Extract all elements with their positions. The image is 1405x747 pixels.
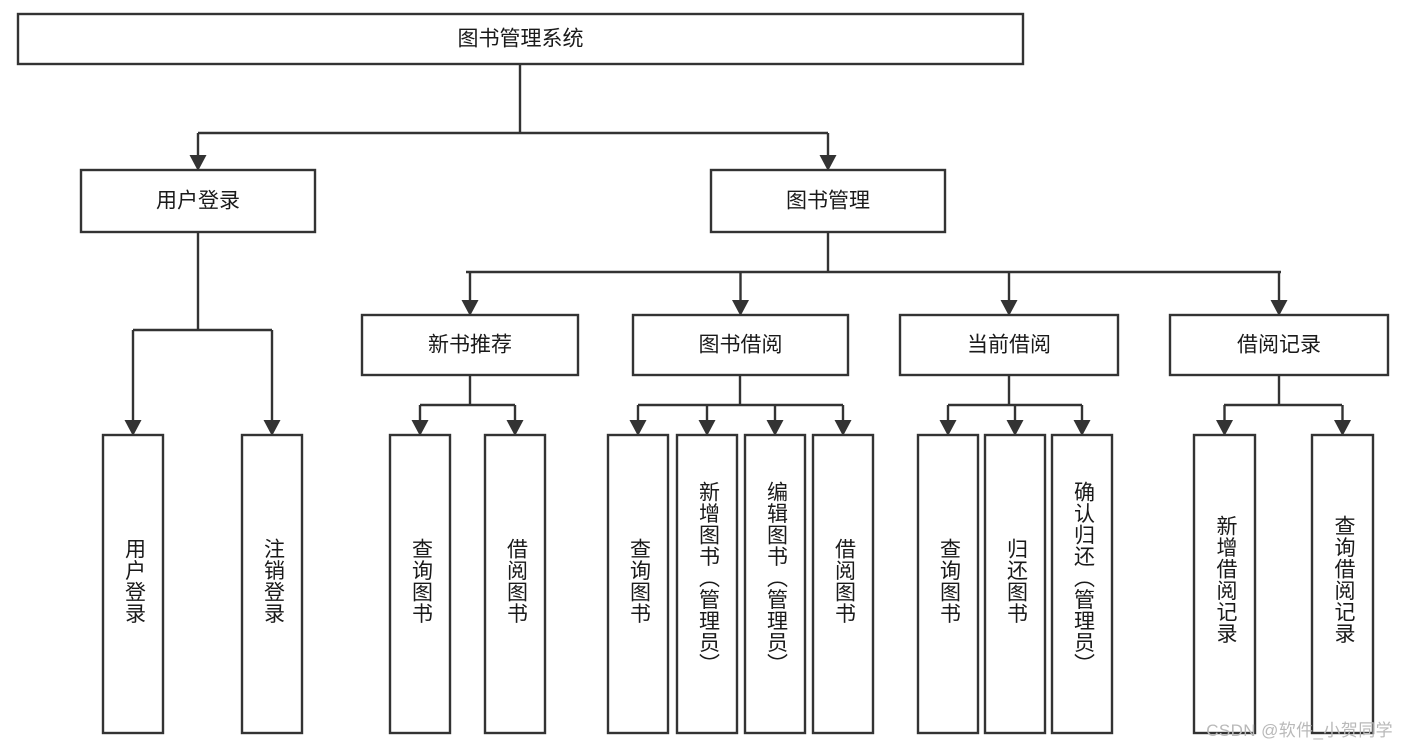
node-label-new-book-recommend: 新书推荐 (428, 334, 512, 357)
node-box-leaf-query-book-1[interactable] (388, 433, 452, 735)
node-box-leaf-confirm-return-admin[interactable] (1050, 433, 1114, 735)
node-box-leaf-borrow-book-2[interactable] (811, 433, 875, 735)
node-box-leaf-add-borrow-record[interactable] (1192, 433, 1257, 735)
node-box-leaf-user-login[interactable] (101, 433, 165, 735)
node-box-leaf-query-book-2[interactable] (606, 433, 670, 735)
node-box-new-book-recommend[interactable] (360, 313, 580, 377)
node-box-leaf-borrow-book-1[interactable] (483, 433, 547, 735)
node-box-current-borrow[interactable] (898, 313, 1120, 377)
arrow-head-leaf-query-book-2 (629, 420, 647, 436)
node-box-leaf-query-borrow-record[interactable] (1310, 433, 1375, 735)
node-box-book-manage[interactable] (709, 168, 947, 234)
arrow-head-borrow-record (1270, 300, 1288, 316)
arrow-head-leaf-return-book (1006, 420, 1024, 436)
arrow-head-new-book-recommend (461, 300, 479, 316)
node-box-leaf-user-logout[interactable] (240, 433, 304, 735)
node-label-book-borrow: 图书借阅 (699, 334, 783, 357)
node-label-user-login: 用户登录 (156, 190, 240, 213)
node-box-leaf-query-book-3[interactable] (916, 433, 980, 735)
arrow-head-leaf-user-login (124, 420, 142, 436)
arrow-head-leaf-query-book-3 (939, 420, 957, 436)
arrow-head-leaf-user-logout (263, 420, 281, 436)
arrow-head-book-borrow (732, 300, 749, 316)
node-label-book-manage: 图书管理 (786, 190, 870, 213)
node-box-leaf-return-book[interactable] (983, 433, 1047, 735)
connectors-layer (124, 64, 1351, 436)
arrow-head-leaf-edit-book-admin (766, 420, 784, 436)
arrow-head-leaf-borrow-book-2 (834, 420, 852, 436)
node-box-leaf-add-book-admin[interactable] (675, 433, 739, 735)
arrow-head-leaf-confirm-return-admin (1073, 420, 1091, 436)
arrow-head-leaf-add-book-admin (698, 420, 716, 436)
arrow-head-leaf-add-borrow-record (1216, 420, 1233, 436)
node-label-borrow-record: 借阅记录 (1237, 334, 1321, 357)
arrow-head-leaf-borrow-book-1 (506, 420, 524, 436)
node-label-root: 图书管理系统 (458, 28, 584, 51)
node-label-current-borrow: 当前借阅 (967, 334, 1051, 357)
boxes-layer (16, 12, 1390, 735)
node-box-leaf-edit-book-admin[interactable] (743, 433, 807, 735)
node-box-book-borrow[interactable] (631, 313, 850, 377)
node-box-borrow-record[interactable] (1168, 313, 1390, 377)
arrow-head-current-borrow (1000, 300, 1018, 316)
arrow-head-user-login (189, 155, 207, 171)
node-box-user-login[interactable] (79, 168, 317, 234)
node-box-root[interactable] (16, 12, 1025, 66)
watermark: CSDN @软件_小贺同学 (1206, 721, 1393, 740)
arrow-head-book-manage (819, 155, 837, 171)
arrow-head-leaf-query-borrow-record (1334, 420, 1351, 436)
arrow-head-leaf-query-book-1 (411, 420, 429, 436)
